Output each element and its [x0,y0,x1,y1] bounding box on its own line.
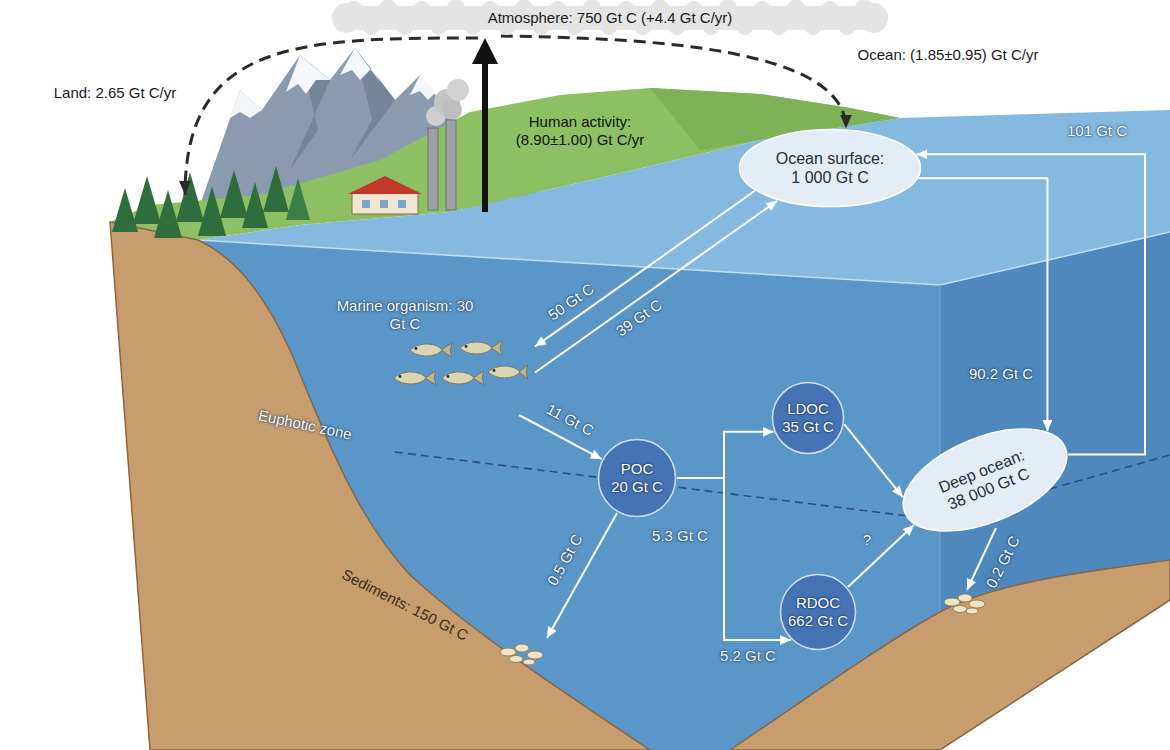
cloud-puff [787,0,806,19]
flux-arrow [677,478,791,640]
sediment-pile [944,594,985,614]
ocean-right-face [940,232,1170,612]
annotation: Human activity: (8.90±1.00) Gt C/yr [500,113,660,149]
block-corner [939,285,940,612]
flux-label: 50 Gt C [545,280,598,324]
flux-arrow [844,424,902,497]
flux-arrow [848,525,914,587]
cloud-puff [754,1,770,17]
circle-outline [599,440,676,517]
cloud-puff [397,19,413,35]
cloud-puff [771,19,787,35]
flux-label: ? [863,531,871,549]
node-label: 662 Gt C [788,612,848,630]
node-label: 35 Gt C [782,418,834,436]
node-label: RDOC [796,594,840,612]
annotation: Land: 2.65 Gt C/yr [54,84,177,102]
fish-school [394,341,528,385]
cloud-puff [332,3,360,33]
flux-arrow [535,201,777,373]
node-label: POC [621,460,654,478]
cloud-puff [860,3,888,33]
cloud-puff [431,19,447,35]
flux-label: 11 Gt C [543,400,596,440]
cloud-puff [447,0,466,19]
carbon-pool-circle: POC20 Gt C [597,438,677,518]
flux-label: Ocean: (1.85±0.95) Gt C/yr [858,46,1039,64]
cloud-puff [414,1,430,17]
soil-block [110,222,1170,750]
seafloor-rim [198,240,1170,750]
node-label: Ocean surface: [776,149,885,168]
cloud-puff [363,19,379,35]
forest [112,166,310,238]
land-uptake-arrow [185,38,478,195]
reservoir-ellipse: Ocean surface:1 000 Gt C [738,128,922,208]
factory [348,79,469,214]
annotation: Euphotic zone [257,406,354,443]
circle-outline [781,575,856,650]
node-label: 1 000 Gt C [791,168,868,187]
flux-label: 101 Gt C [1067,122,1127,140]
ellipse-shape [738,128,922,208]
emission-arrowhead [472,38,498,64]
carbon-pool-circle: RDOC662 Gt C [779,573,857,651]
cloud-puff [379,0,398,19]
flux-label: 5.2 Gt C [720,647,776,665]
annotation: Sediments: 150 Gt C [339,565,471,644]
sediment-pile [500,644,543,665]
carbon-pool-circle: LDOC35 Gt C [771,381,845,455]
node-label: LDOC [787,400,829,418]
ellipse-outline [889,408,1081,552]
flux-label: 90.2 Gt C [969,365,1033,383]
circle-outline [773,383,844,454]
cloud-puff [839,19,855,35]
flux-label: 39 Gt C [613,296,666,340]
cloud-puff [822,1,838,17]
annotation: 0.2 Gt C [982,533,1023,591]
cloud-puff [737,19,753,35]
reservoir-ellipse: Deep ocean:38 000 Gt C [887,406,1083,554]
flux-arrow [916,154,1145,454]
emission-arrow [482,62,488,212]
node-label: Atmosphere: 750 Gt C (+4.4 Gt C/yr) [488,9,733,27]
node-label: 20 Gt C [611,478,663,496]
annotation: 0.5 Gt C [544,531,587,589]
flux-arrow [535,191,755,347]
atmosphere-cloud: Atmosphere: 750 Gt C (+4.4 Gt C/yr) [330,0,890,36]
ocean-body [198,232,1170,750]
cloud-puff [465,19,481,35]
flux-arrow [919,178,1048,431]
ellipse-outline [740,130,921,207]
flux-arrow [677,432,774,478]
node-label: Marine organism: 30 Gt C [335,297,475,333]
marine-organism-group: Marine organism: 30 Gt C [335,297,535,415]
cloud-puff [805,19,821,35]
flux-label: 5.3 Gt C [652,527,708,545]
